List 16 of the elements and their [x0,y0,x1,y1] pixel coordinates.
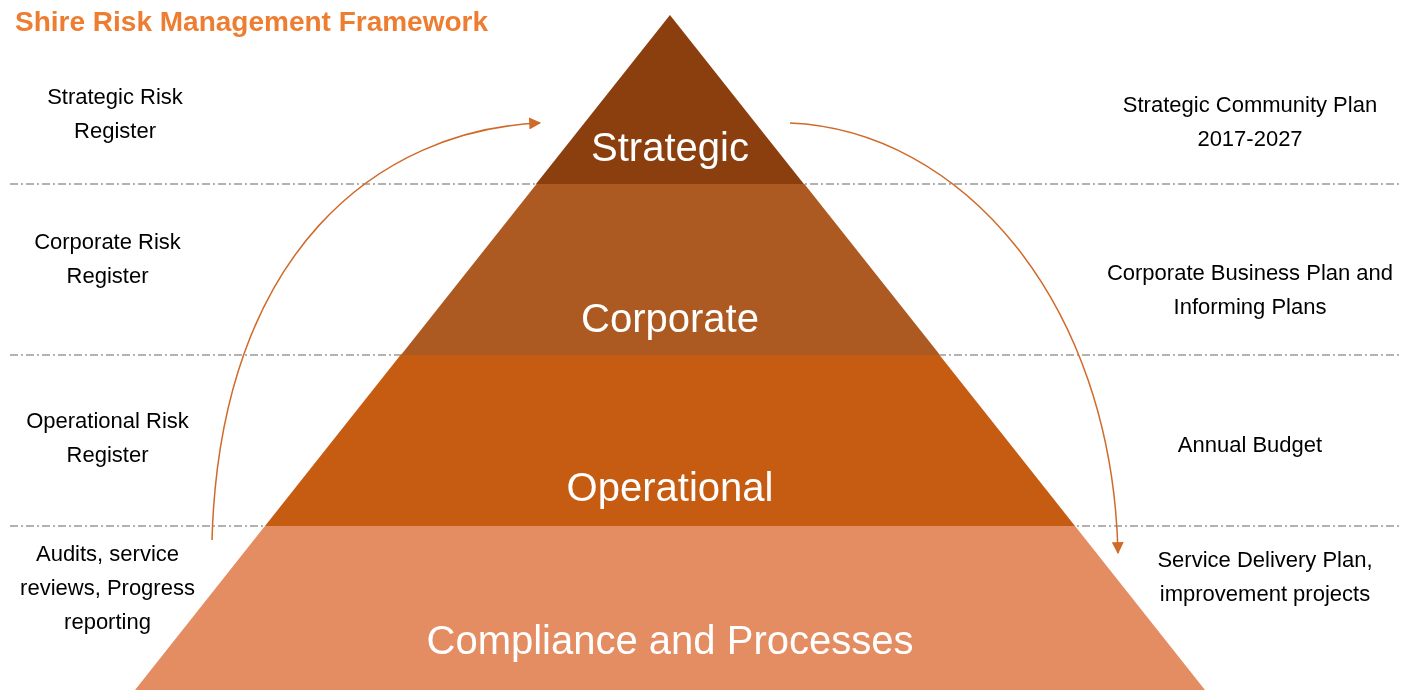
tier-label: Strategic [590,125,750,170]
tier-label: Corporate [580,296,760,341]
curved-arrow [789,122,1124,555]
side-label: Corporate Risk Register [33,228,182,290]
curved-arrow [211,118,542,541]
tier-label: Operational [565,465,775,510]
side-label: Strategic Risk Register [46,83,184,145]
side-label: Strategic Community Plan 2017-2027 [1121,91,1379,153]
side-note: Audits, service reviews, Progress reporting [19,540,196,636]
pyramid-tier [400,184,940,355]
side-label: Operational Risk Register [25,407,190,469]
pyramid-tier [265,355,1075,526]
side-label: Corporate Business Plan and Informing Plans [1105,259,1395,321]
side-note: Service Delivery Plan, improvement projects [1156,546,1374,608]
title: Shire Risk Management Framework [15,6,489,38]
side-label: Annual Budget [1176,431,1324,459]
